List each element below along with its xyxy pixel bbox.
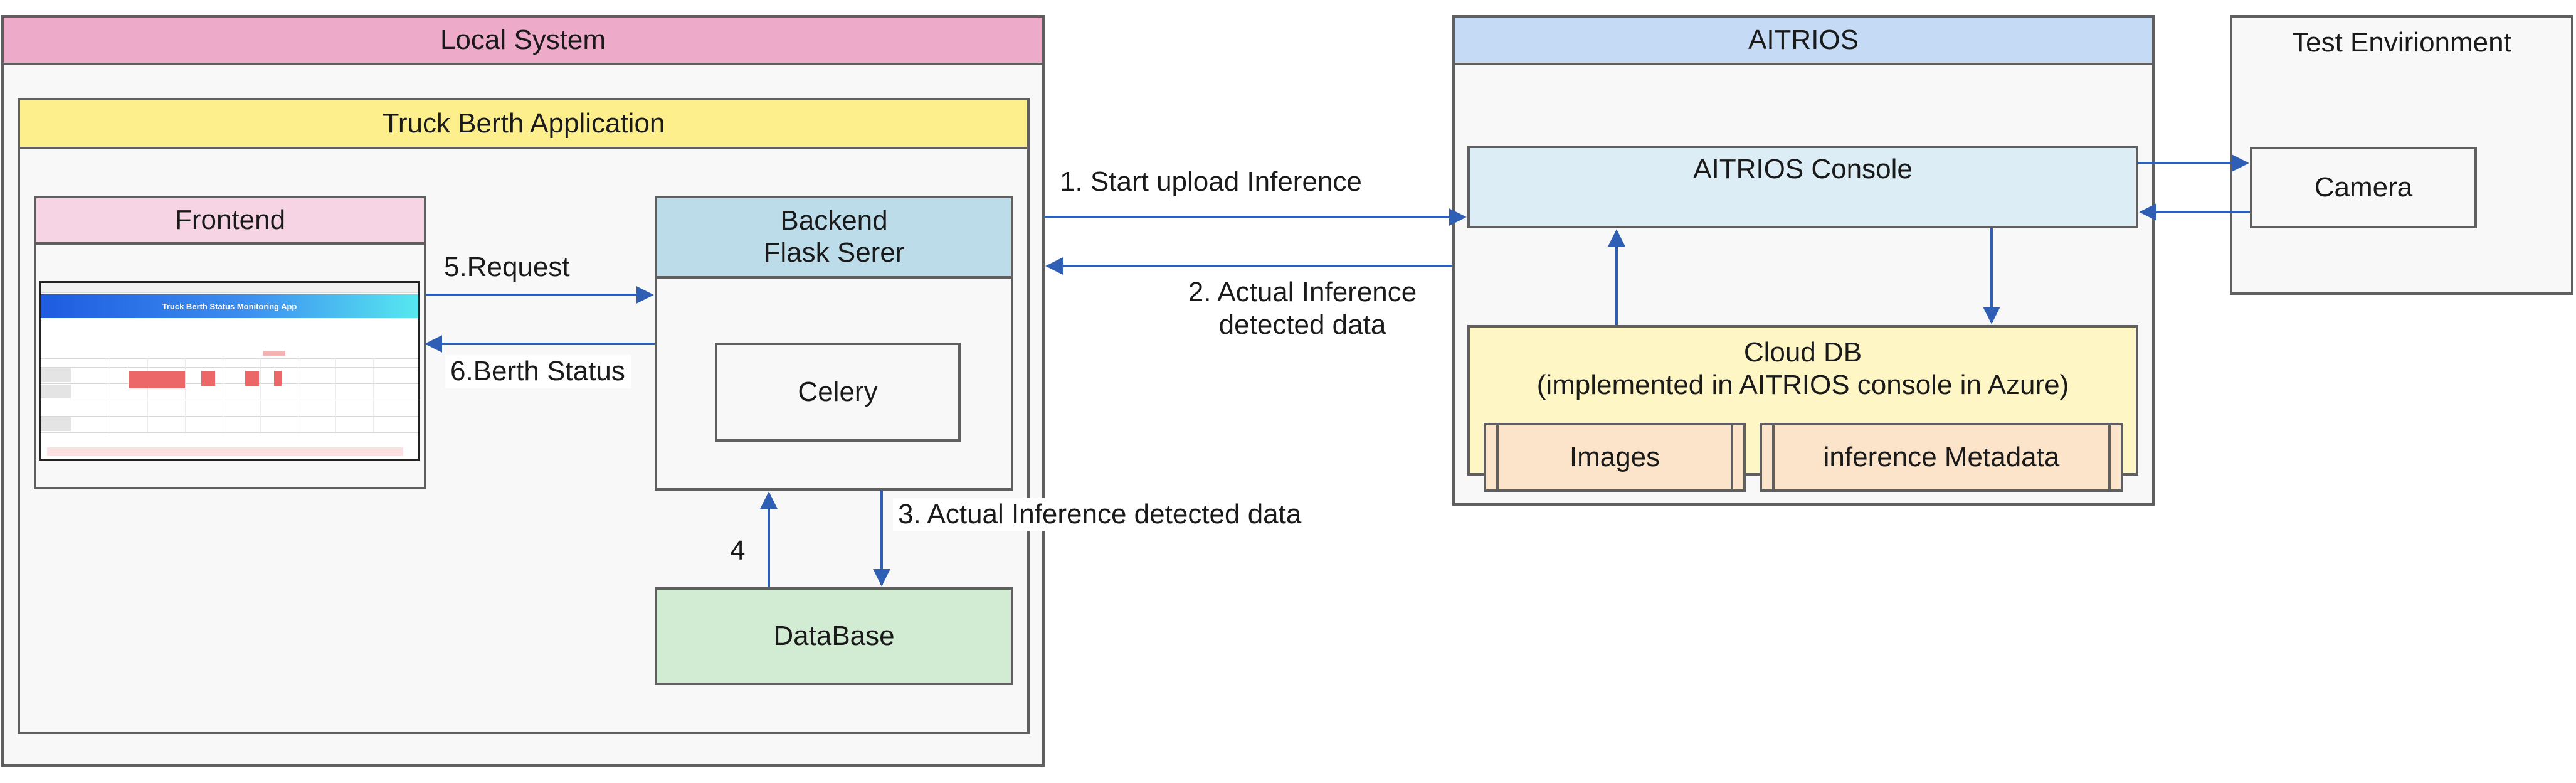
screenshot-alert-bar <box>47 447 403 456</box>
aitrios-console-box: AITRIOS Console <box>1467 146 2138 228</box>
backend-title: Backend Flask Serer <box>763 205 905 268</box>
screenshot-status-block <box>129 371 185 388</box>
frontend-app-screenshot: Truck Berth Status Monitoring App <box>39 281 420 461</box>
screenshot-status-block <box>263 351 285 356</box>
screenshot-gridline <box>41 432 418 433</box>
aitrios-title: AITRIOS <box>1748 24 1859 55</box>
database-box: DataBase <box>655 587 1013 685</box>
local-system-title: Local System <box>440 24 606 55</box>
screenshot-status-block <box>245 371 259 386</box>
screenshot-app-banner-text: Truck Berth Status Monitoring App <box>162 301 297 311</box>
aitrios-console-title: AITRIOS Console <box>1693 154 1913 184</box>
screenshot-gridline <box>41 358 418 359</box>
celery-box: Celery <box>715 343 961 442</box>
screenshot-app-banner: Truck Berth Status Monitoring App <box>41 294 418 318</box>
screenshot-gridline <box>41 416 418 417</box>
camera-box: Camera <box>2250 147 2477 228</box>
metadata-side-line-left <box>1772 425 1775 489</box>
flow-label-2: 2. Actual Inference detected data <box>1164 276 1441 341</box>
test-environment-title: Test Envirionment <box>2292 27 2511 58</box>
screenshot-status-block <box>201 371 215 386</box>
aitrios-header: AITRIOS <box>1452 15 2155 65</box>
flow-label-3: 3. Actual Inference detected data <box>893 498 1331 531</box>
images-side-line-left <box>1496 425 1499 489</box>
images-box: Images <box>1484 423 1746 492</box>
backend-header: Backend Flask Serer <box>655 196 1013 279</box>
celery-title: Celery <box>798 376 878 407</box>
camera-title: Camera <box>2314 171 2413 203</box>
flow-label-1: 1. Start upload Inference <box>1055 166 1380 199</box>
screenshot-row-label <box>41 417 71 431</box>
images-title: Images <box>1569 441 1660 472</box>
screenshot-browser-bar <box>41 283 418 293</box>
frontend-title: Frontend <box>174 204 286 235</box>
flow-label-5: 5.Request <box>444 252 570 282</box>
screenshot-vline <box>373 358 374 434</box>
local-system-header: Local System <box>1 15 1045 65</box>
screenshot-row-label <box>41 368 71 382</box>
flow-label-4: 4 <box>730 535 746 566</box>
screenshot-status-block <box>274 371 282 386</box>
cloud-db-title: Cloud DB (implemented in AITRIOS console… <box>1536 337 2069 400</box>
truck-berth-app-header: Truck Berth Application <box>18 98 1030 149</box>
screenshot-gridline <box>41 367 418 368</box>
truck-berth-app-title: Truck Berth Application <box>382 107 665 139</box>
inference-metadata-box: inference Metadata <box>1760 423 2123 492</box>
metadata-side-line-right <box>2108 425 2111 489</box>
database-title: DataBase <box>773 620 895 651</box>
screenshot-gridline <box>41 383 418 384</box>
screenshot-vline <box>185 358 186 434</box>
screenshot-vline <box>260 358 261 434</box>
inference-metadata-title: inference Metadata <box>1823 441 2060 472</box>
screenshot-row-label <box>41 385 71 398</box>
images-side-line-right <box>1731 425 1733 489</box>
screenshot-vline <box>335 358 336 434</box>
frontend-header: Frontend <box>34 196 426 245</box>
flow-label-6: 6.Berth Status <box>445 355 631 388</box>
screenshot-vline <box>147 358 148 434</box>
